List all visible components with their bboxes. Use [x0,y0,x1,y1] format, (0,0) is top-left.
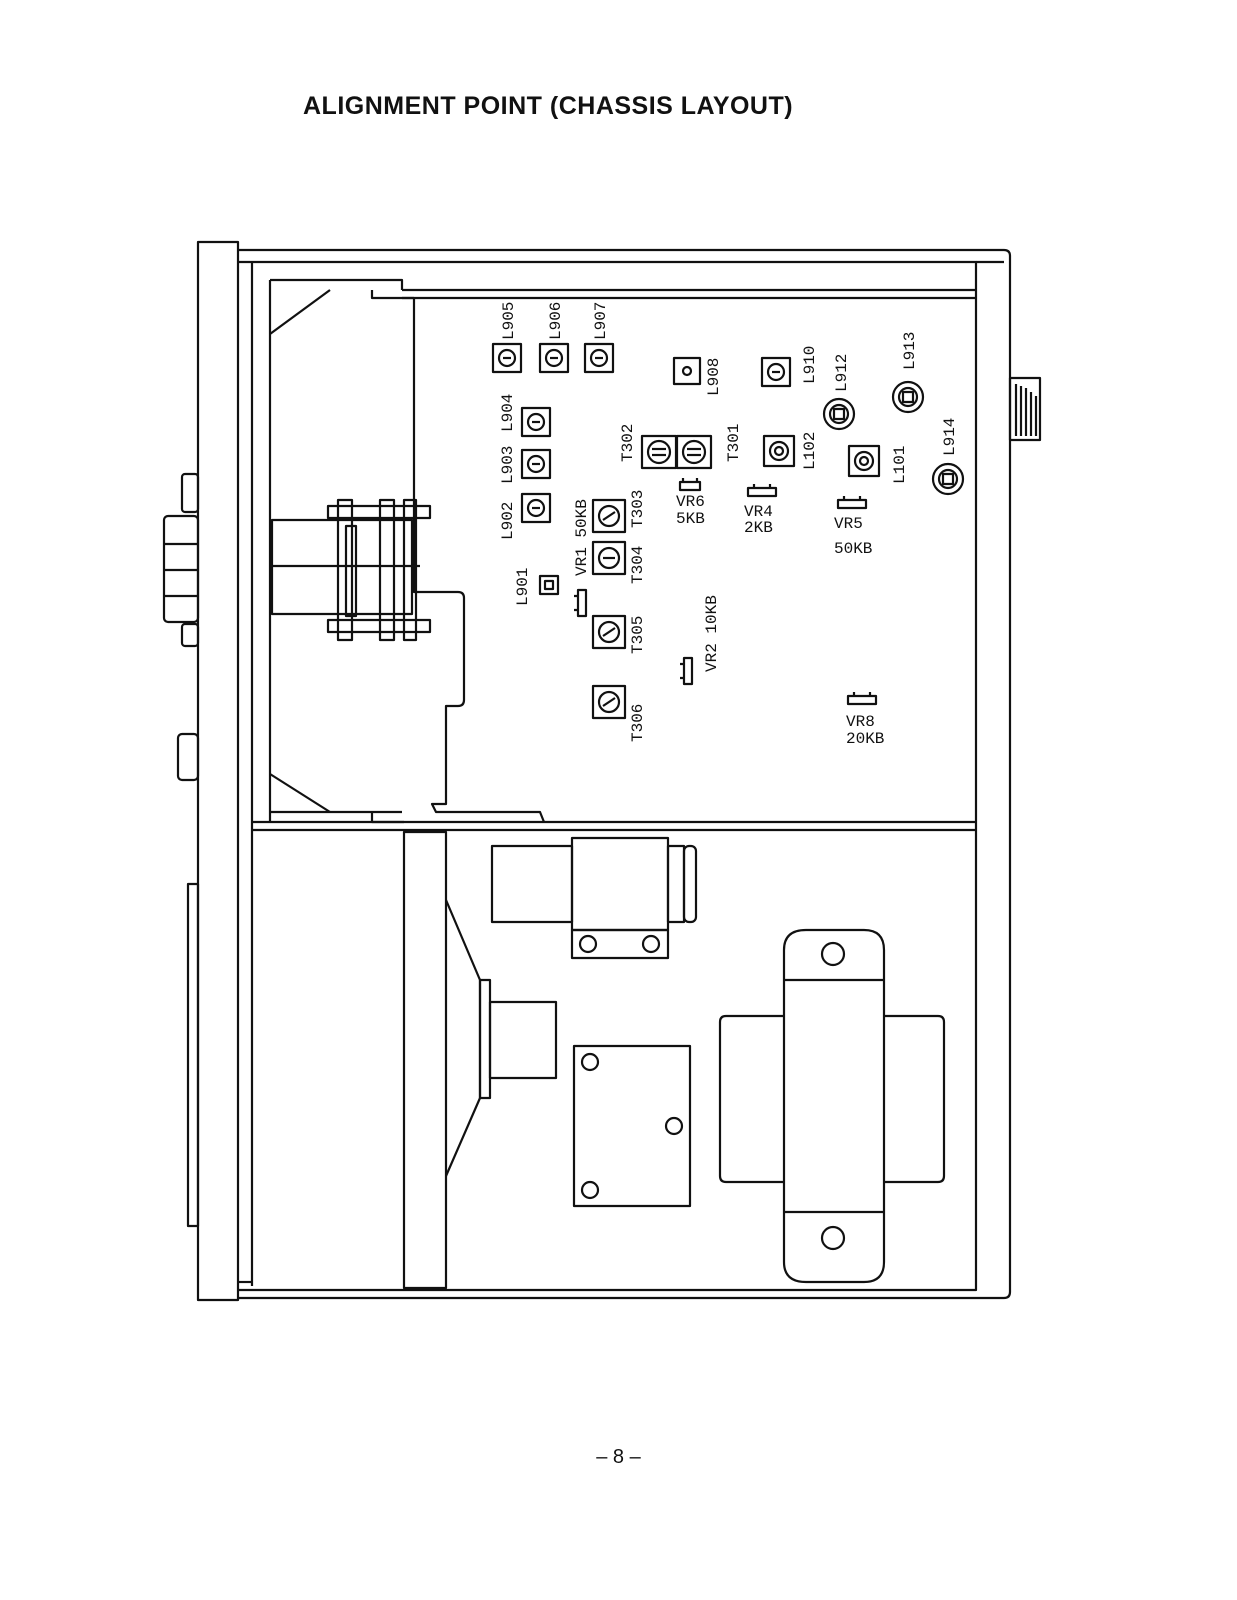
page-number: – 8 – [596,1446,641,1468]
label-L903: L903 [499,446,517,484]
coil-L912 [822,397,856,431]
label-T305: T305 [629,616,647,654]
label-L102: L102 [801,432,819,470]
label-L914: L914 [941,418,959,456]
coil-L908 [672,356,702,386]
trimmer-VR8 [846,692,878,706]
coil-L914 [931,462,965,496]
coil-L101 [847,444,881,478]
label-L908: L908 [705,358,723,396]
label-L906: L906 [547,302,565,340]
trimmer-VR6 [678,478,702,492]
label-T304: T304 [629,546,647,584]
coil-L102 [762,434,796,468]
coil-L913 [891,380,925,414]
label-VR5-value: 50KB [834,540,872,558]
label-VR5: VR5 [834,515,863,533]
page-title: ALIGNMENT POINT (CHASSIS LAYOUT) [303,92,794,120]
speaker-and-power-section [402,830,946,1290]
chassis-frame [196,240,1012,1302]
trimmer-VR4 [746,484,778,498]
transformer-T304 [591,540,627,576]
label-T301: T301 [725,424,743,462]
label-L913: L913 [901,332,919,370]
transformer-T306 [591,684,627,720]
label-VR4: VR4 [744,503,773,521]
transformer-T302 [640,434,678,470]
coil-L907 [583,342,615,374]
label-VR1: VR1 50KB [573,499,591,576]
label-L902: L902 [499,502,517,540]
label-T302: T302 [619,424,637,462]
label-L905: L905 [500,302,518,340]
label-L904: L904 [499,394,517,432]
label-L901: L901 [514,568,532,606]
antenna-connector [1008,376,1042,442]
coil-L901 [538,574,560,596]
front-panel-controls [162,472,200,1228]
label-VR4-value: 2KB [744,519,773,537]
coil-L903 [520,448,552,480]
transformer-T301 [675,434,713,470]
transformer-T303 [591,498,627,534]
label-L907: L907 [592,302,610,340]
coil-L902 [520,492,552,524]
label-T306: T306 [629,704,647,742]
label-L101: L101 [891,446,909,484]
trimmer-VR5 [836,496,868,510]
coil-L905 [491,342,523,374]
label-T303: T303 [629,490,647,528]
label-L912: L912 [833,354,851,392]
label-VR6-value: 5KB [676,510,705,528]
label-L910: L910 [801,346,819,384]
coil-L910 [760,356,792,388]
label-VR8: VR8 [846,713,875,731]
label-VR8-value: 20KB [846,730,884,748]
trimmer-VR2 [680,656,694,686]
transformer-T305 [591,614,627,650]
tuning-gang-assembly [268,278,546,824]
coil-L906 [538,342,570,374]
coil-L904 [520,406,552,438]
label-VR2: VR2 10KB [703,595,721,672]
trimmer-VR1 [574,588,588,618]
label-VR6: VR6 [676,493,705,511]
